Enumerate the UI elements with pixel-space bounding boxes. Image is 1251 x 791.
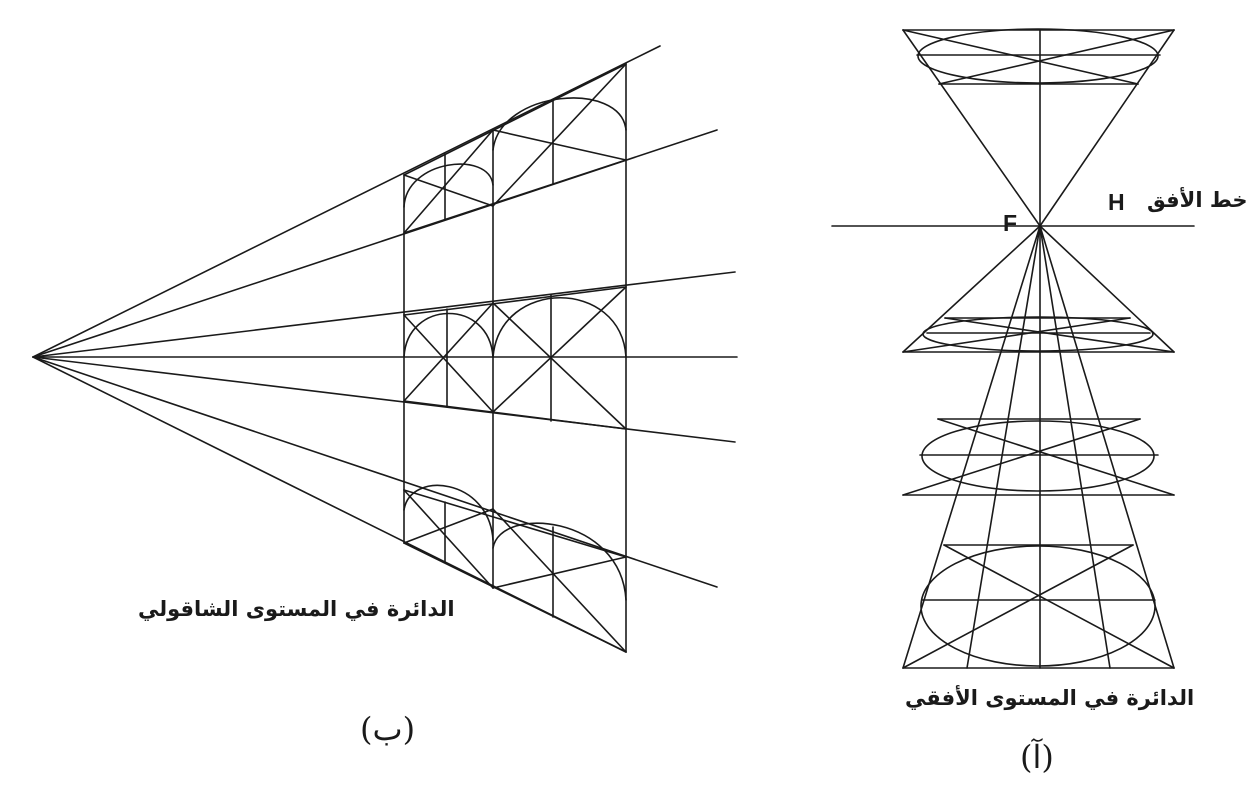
band-line [403,286,627,316]
diagonal [943,544,1175,669]
band-line [403,174,494,207]
band-line [403,542,627,653]
convergence-line [966,225,1041,669]
band-line [403,400,627,430]
convergence-line [902,29,1041,227]
arc [403,312,494,358]
convergence-line [1039,29,1175,227]
arc [492,522,627,601]
band-line [403,508,494,544]
band-line [492,508,627,653]
arc [492,97,627,151]
perspective-circle [917,28,1159,84]
band-line [403,159,627,234]
diagonal [944,317,1175,353]
diagonal [902,544,1134,669]
arc [403,484,494,541]
horizon-letter: H [1108,189,1125,215]
vanishing-ray [32,271,736,358]
convergence-line [1039,225,1111,669]
figure-b-label: (ب) [360,710,416,748]
perspective-circle [920,545,1156,667]
band-line [492,302,627,430]
band-line [403,489,494,589]
diagonal [902,317,1131,353]
figure-a-horizontal-plane [831,28,1195,669]
diagonal [937,418,1175,496]
diagonal [938,29,1175,85]
focal-point-label: F [1003,210,1018,236]
band-line [403,302,494,402]
horizon-line-label: خط الأفق [1147,188,1248,212]
diagonal [902,29,1139,85]
arc [492,297,627,358]
vanishing-ray [32,356,736,443]
figure-a-label: (آ) [1020,738,1054,776]
figure-b-vertical-plane [32,45,738,653]
band-line [492,286,627,413]
band-line [492,129,627,161]
band-line [403,63,627,176]
vanishing-ray [32,45,661,358]
vanishing-ray [32,356,718,588]
band-line [403,129,494,234]
convergence-line [902,225,1041,353]
convergence-line [1039,225,1175,669]
diagonal [902,418,1141,496]
perspective-circle [921,420,1155,492]
caption-vertical-plane: الدائرة في المستوى الشاقولي [138,597,455,621]
arc [403,163,494,208]
band-line [403,489,627,558]
caption-horizontal-plane: الدائرة في المستوى الأفقي [905,686,1195,710]
perspective-circle [922,316,1154,352]
convergence-line [902,225,1041,669]
band-line [403,314,494,413]
band-line [492,556,627,589]
band-line [492,63,627,207]
